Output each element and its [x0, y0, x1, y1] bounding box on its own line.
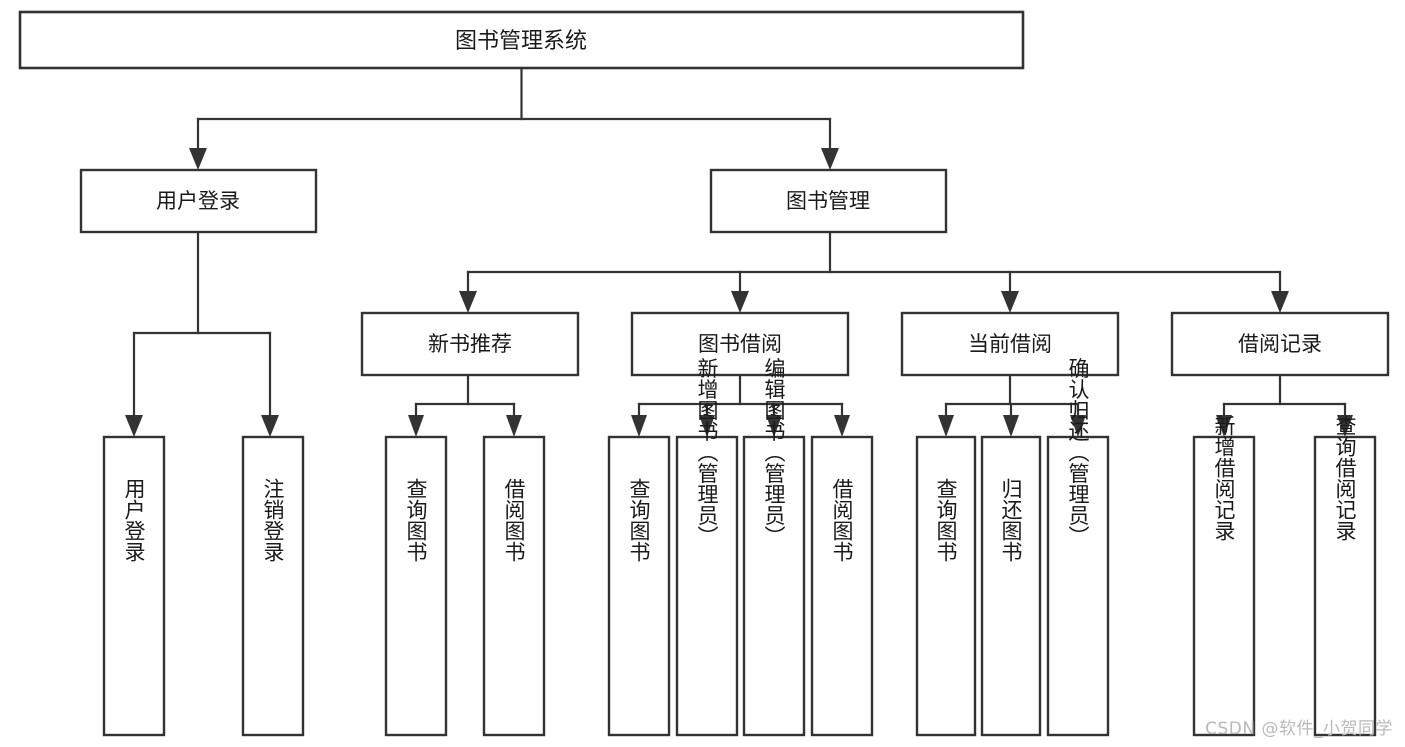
arrow-icon-br-leaf-1 — [1216, 415, 1232, 437]
leaf-edit-book-admin-label: 编辑图书（管理员） — [762, 358, 786, 547]
arrow-icon-cb-leaf-3 — [1070, 415, 1086, 437]
arrow-icon-br-leaf-2 — [1337, 415, 1353, 437]
arrow-icon-bb-leaf-2 — [699, 415, 715, 437]
leaf-node-query-book-bb[interactable]: 查询图书 — [607, 435, 671, 737]
node-new-book-recommend-box — [360, 311, 580, 377]
node-borrow-record-label: 借阅记录 — [1238, 332, 1322, 356]
leaf-logout-box — [241, 435, 305, 737]
leaf-add-book-admin-box — [675, 435, 739, 737]
leaf-return-book-box — [980, 435, 1042, 737]
node-new-book-recommend-label: 新书推荐 — [428, 332, 512, 356]
node-book-borrow-box — [630, 311, 850, 377]
csdn-watermark: CSDN @软件_小贺同学 — [1205, 719, 1393, 739]
node-book-borrow-label: 图书借阅 — [698, 332, 782, 356]
arrow-icon-cb-leaf-2 — [1003, 415, 1019, 437]
arrow-icon-bb-leaf-1 — [631, 415, 647, 437]
arrow-icon-new-book — [459, 291, 477, 313]
arrow-icon-user-login — [189, 148, 207, 170]
arrow-icon-nb-leaf-2 — [506, 415, 522, 437]
leaf-confirm-return-admin-box — [1046, 435, 1110, 737]
arrow-icon-bb-leaf-3 — [766, 415, 782, 437]
node-user-login-label: 用户登录 — [156, 189, 240, 213]
leaf-node-query-book-nb[interactable]: 查询图书 — [384, 435, 448, 737]
node-user-login[interactable]: 用户登录 — [79, 168, 318, 234]
leaf-add-book-admin-label: 新增图书（管理员） — [695, 358, 719, 547]
leaf-node-edit-book-admin[interactable]: 编辑图书（管理员） — [742, 358, 806, 737]
node-root-box — [18, 10, 1025, 70]
node-book-management-label: 图书管理 — [786, 189, 870, 213]
node-user-login-box — [79, 168, 318, 234]
leaf-query-book-nb-box — [384, 435, 448, 737]
leaf-node-add-borrow-record[interactable]: 新增借阅记录 — [1192, 415, 1256, 737]
leaf-node-return-book[interactable]: 归还图书 — [980, 435, 1042, 737]
arrow-icon-current-borrow — [1001, 291, 1019, 313]
leaf-add-borrow-record-label: 新增借阅记录 — [1212, 415, 1236, 541]
node-new-book-recommend[interactable]: 新书推荐 — [360, 311, 580, 377]
leaf-return-book-label: 归还图书 — [999, 478, 1023, 562]
arrow-heads — [125, 148, 1353, 437]
leaf-node-borrow-book-bb[interactable]: 借阅图书 — [810, 435, 874, 737]
arrow-icon-borrow-record — [1271, 291, 1289, 313]
leaf-node-query-borrow-record[interactable]: 查询借阅记录 — [1313, 415, 1377, 737]
arrow-icon-book-borrow — [731, 291, 749, 313]
leaf-add-borrow-record-box — [1192, 435, 1256, 737]
node-borrow-record[interactable]: 借阅记录 — [1170, 311, 1390, 377]
leaf-user-login-label: 用户登录 — [122, 478, 146, 562]
arrow-icon-leaf-user-login — [125, 415, 143, 437]
leaf-borrow-book-nb-box — [482, 435, 546, 737]
leaf-query-borrow-record-label: 查询借阅记录 — [1333, 415, 1357, 541]
leaf-node-user-login[interactable]: 用户登录 — [102, 435, 166, 737]
node-book-borrow[interactable]: 图书借阅 — [630, 311, 850, 377]
node-current-borrow-box — [900, 311, 1120, 377]
leaf-node-logout[interactable]: 注销登录 — [241, 435, 305, 737]
node-book-management[interactable]: 图书管理 — [709, 168, 948, 234]
leaf-query-book-bb-label: 查询图书 — [627, 478, 651, 562]
node-current-borrow-label: 当前借阅 — [968, 332, 1052, 356]
node-root-book-management-system[interactable]: 图书管理系统 — [18, 10, 1025, 70]
node-borrow-record-box — [1170, 311, 1390, 377]
node-root-label: 图书管理系统 — [455, 29, 587, 54]
arrow-icon-book-manage — [821, 148, 839, 170]
leaf-borrow-book-nb-label: 借阅图书 — [502, 478, 526, 562]
leaf-node-query-book-cb[interactable]: 查询图书 — [915, 435, 977, 737]
leaf-node-borrow-book-nb[interactable]: 借阅图书 — [482, 435, 546, 737]
leaf-edit-book-admin-box — [742, 435, 806, 737]
leaf-borrow-book-bb-box — [810, 435, 874, 737]
leaf-node-add-book-admin[interactable]: 新增图书（管理员） — [675, 358, 739, 737]
arrow-icon-cb-leaf-1 — [938, 415, 954, 437]
leaf-query-book-cb-box — [915, 435, 977, 737]
leaf-query-book-nb-label: 查询图书 — [404, 478, 428, 562]
leaf-logout-label: 注销登录 — [261, 478, 285, 562]
leaf-confirm-return-admin-label: 确认归还（管理员） — [1066, 358, 1090, 547]
leaf-node-confirm-return-admin[interactable]: 确认归还（管理员） — [1046, 358, 1110, 737]
leaf-query-borrow-record-box — [1313, 435, 1377, 737]
arrow-icon-bb-leaf-4 — [834, 415, 850, 437]
node-current-borrow[interactable]: 当前借阅 — [900, 311, 1120, 377]
leaf-query-book-bb-box — [607, 435, 671, 737]
leaf-borrow-book-bb-label: 借阅图书 — [830, 478, 854, 562]
arrow-icon-nb-leaf-1 — [408, 415, 424, 437]
leaf-user-login-box — [102, 435, 166, 737]
arrow-icon-leaf-logout — [261, 415, 279, 437]
leaf-query-book-cb-label: 查询图书 — [934, 478, 958, 562]
node-book-management-box — [709, 168, 948, 234]
